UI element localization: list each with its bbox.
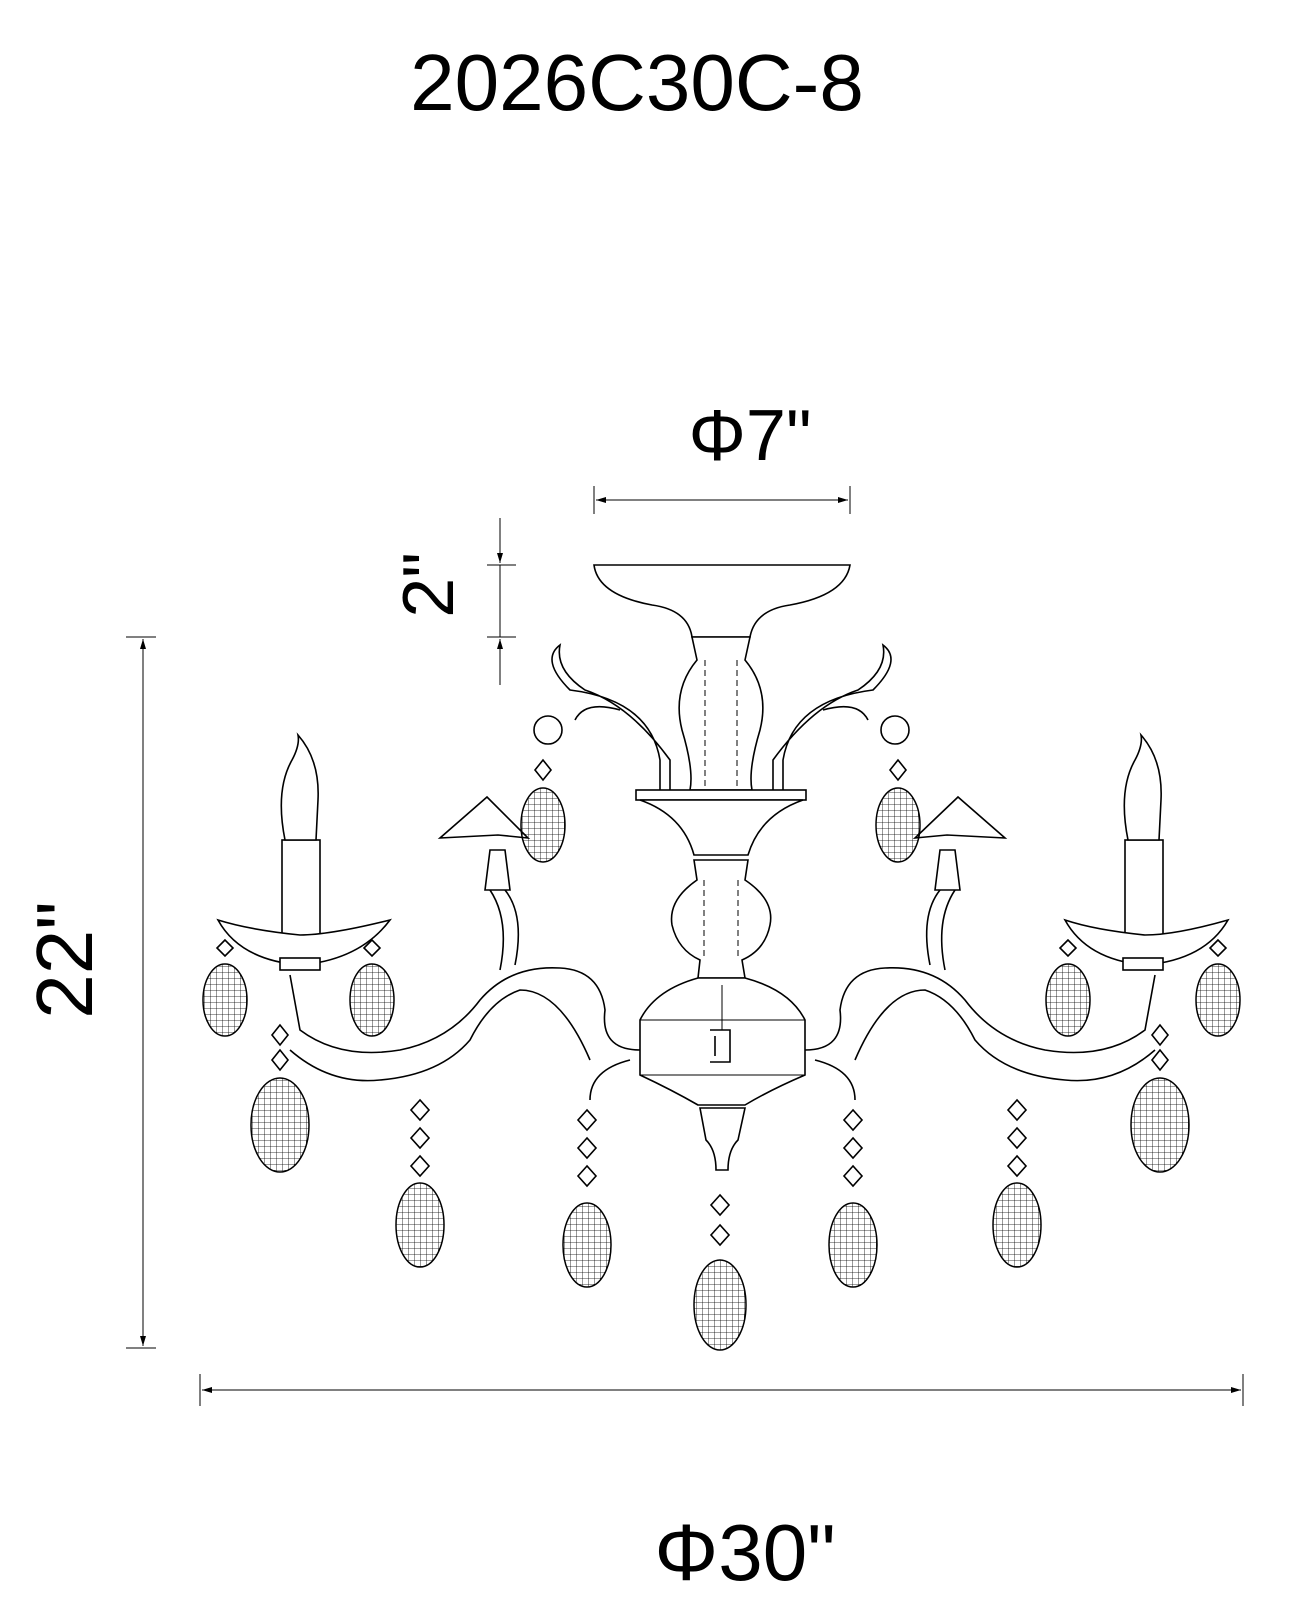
canopy [593, 564, 851, 638]
model-number-title: 2026C30C-8 [410, 38, 864, 127]
overall-diameter-label: Φ30" [654, 1508, 835, 1597]
canopy-diameter-dimension: Φ7" [593, 396, 851, 514]
overall-diameter-dimension: Φ30" [199, 1374, 1244, 1597]
crystal-chains [215, 758, 1228, 1247]
canopy-height-dimension: 2" [389, 518, 516, 685]
crystal-pendants [202, 787, 1241, 1351]
overall-height-dimension: 22" [20, 636, 156, 1349]
canopy-height-label: 2" [389, 552, 469, 618]
chandelier-illustration [202, 564, 1241, 1351]
canopy-diameter-label: Φ7" [688, 396, 811, 476]
right-candle [1063, 732, 1230, 971]
overall-height-label: 22" [20, 901, 109, 1018]
left-candle [216, 732, 392, 971]
